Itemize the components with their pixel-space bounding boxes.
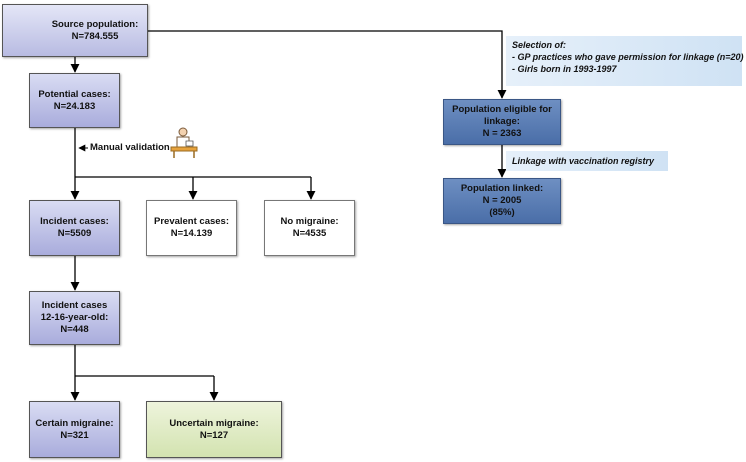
linked-population-box: Population linked: N = 2005 (85%) (443, 178, 561, 224)
incident-count: N=5509 (57, 228, 92, 239)
no-migraine-label: No migraine: (280, 216, 339, 228)
selection-title: Selection of: (512, 40, 567, 50)
source-count: N=784.555 (71, 30, 119, 42)
no-migraine-count: N=4535 (292, 228, 327, 239)
prevalent-label: Prevalent cases: (154, 216, 229, 228)
incident-age-line2: 12-16-year-old: (40, 312, 109, 324)
certain-label: Certain migraine: (35, 417, 114, 429)
incident-age-count: N=448 (60, 323, 89, 335)
incident-age-box: Incident cases 12-16-year-old: N=448 (29, 291, 120, 345)
uncertain-migraine-box: Uncertain migraine: N=127 (146, 401, 282, 458)
linked-label: Population linked: (460, 183, 544, 195)
source-population-box: Source population: N=784.555 (2, 4, 148, 57)
linked-count: N = 2005 (482, 195, 522, 207)
prevalent-cases-box: Prevalent cases: N=14.139 (146, 200, 237, 256)
certain-count: N=321 (60, 429, 89, 441)
selection-item: - GP practices who gave permission for l… (512, 52, 744, 63)
linkage-note-text: Linkage with vaccination registry (512, 156, 655, 166)
linkage-note: Linkage with vaccination registry (506, 151, 668, 171)
no-migraine-box: No migraine: N=4535 (264, 200, 355, 256)
selection-item: - Girls born in 1993-1997 (512, 64, 617, 75)
arrow-source-to-eligible (148, 30, 507, 99)
incident-age-line1: Incident cases (41, 300, 108, 312)
potential-cases-box: Potential cases: N=24.183 (29, 73, 120, 128)
prevalent-count: N=14.139 (170, 228, 213, 239)
manual-validation-label: Manual validation (90, 142, 170, 153)
selection-note: Selection of: - GP practices who gave pe… (506, 36, 744, 86)
uncertain-label: Uncertain migraine: (169, 417, 259, 429)
linked-pct: (85%) (489, 206, 515, 218)
eligible-line1: Population eligible for (452, 104, 552, 116)
potential-count: N=24.183 (53, 100, 96, 112)
eligible-line2: linkage: (484, 116, 520, 128)
potential-label: Potential cases: (38, 88, 111, 100)
eligible-population-box: Population eligible for linkage: N = 236… (443, 99, 561, 145)
source-label: Source population: (51, 18, 139, 30)
eligible-count: N = 2363 (482, 127, 522, 139)
certain-migraine-box: Certain migraine: N=321 (29, 401, 120, 458)
incident-cases-box: Incident cases: N=5509 (29, 200, 120, 256)
doctor-at-desk-icon (170, 127, 198, 158)
uncertain-count: N=127 (199, 429, 229, 441)
incident-label: Incident cases: (40, 216, 109, 228)
